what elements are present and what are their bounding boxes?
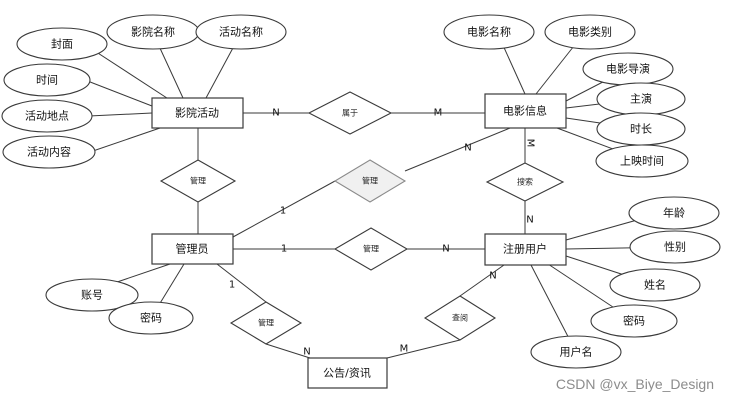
attribute-account-label: 账号 <box>81 289 103 302</box>
attribute-age: 年龄 <box>628 196 720 230</box>
attribute-admin-password: 密码 <box>108 301 194 335</box>
cardinality-admin-announce-bottom: N <box>303 347 310 358</box>
entity-admin-label: 管理员 <box>176 242 209 256</box>
cardinality-admin-movie-right: N <box>464 143 471 154</box>
entity-cinema-activity-label: 影院活动 <box>175 106 219 120</box>
attribute-age-label: 年龄 <box>663 206 685 220</box>
entity-movie-info-label: 电影信息 <box>503 104 547 118</box>
cardinality-admin-user-left: 1 <box>281 244 287 255</box>
attribute-admin-password-label: 密码 <box>140 311 162 325</box>
entity-announcement: 公告/资讯 <box>307 357 388 389</box>
cardinality-belongs-to-right: M <box>434 108 443 119</box>
watermark-text: CSDN @vx_Biye_Design <box>556 376 714 392</box>
relation-manage-announcement: 管理 <box>229 301 303 345</box>
attribute-movie-director: 电影导演 <box>582 52 674 86</box>
relation-search: 搜索 <box>485 162 565 202</box>
relation-belongs-to: 属于 <box>307 91 393 135</box>
attribute-cinema-name-label: 影院名称 <box>131 25 175 39</box>
relation-manage-movie-label: 管理 <box>362 176 378 186</box>
attribute-activity-location: 活动地点 <box>1 99 93 133</box>
cardinality-movie-search-bottom: N <box>526 213 533 224</box>
attribute-user-password-label: 密码 <box>623 314 645 328</box>
attribute-release-time-label: 上映时间 <box>620 155 664 168</box>
cardinality-admin-user-right: N <box>442 244 449 255</box>
relation-manage-user: 管理 <box>333 227 409 271</box>
cardinality-admin-announce-top: 1 <box>229 280 235 291</box>
cardinality-belongs-to-left: N <box>272 108 279 119</box>
attribute-username: 用户名 <box>530 335 622 369</box>
attribute-movie-category: 电影类别 <box>544 14 636 50</box>
attribute-duration-label: 时长 <box>630 123 652 136</box>
entity-registered-user-label: 注册用户 <box>503 242 547 256</box>
attribute-lead-actor: 主演 <box>596 82 686 116</box>
entity-registered-user: 注册用户 <box>484 233 567 266</box>
relation-manage-activity-label: 管理 <box>190 176 206 186</box>
attribute-cinema-name: 影院名称 <box>106 14 200 50</box>
relation-view: 查阅 <box>423 295 497 341</box>
attribute-duration: 时长 <box>596 112 686 146</box>
entity-movie-info: 电影信息 <box>484 93 567 129</box>
attribute-user-password: 密码 <box>590 304 678 338</box>
entity-announcement-label: 公告/资讯 <box>323 367 371 380</box>
attribute-account: 账号 <box>45 278 139 312</box>
relation-manage-activity: 管理 <box>159 159 237 203</box>
attribute-release-time: 上映时间 <box>595 144 689 178</box>
attribute-lead-actor-label: 主演 <box>630 92 652 106</box>
attribute-activity-name-label: 活动名称 <box>219 25 263 39</box>
attribute-time: 时间 <box>3 63 91 97</box>
attribute-activity-content-label: 活动内容 <box>27 145 71 159</box>
attribute-time-label: 时间 <box>36 74 58 87</box>
attribute-movie-category-label: 电影类别 <box>568 25 612 39</box>
relation-belongs-to-label: 属于 <box>342 109 358 118</box>
attribute-cover: 封面 <box>16 27 108 61</box>
attribute-movie-name-label: 电影名称 <box>467 25 511 39</box>
attribute-name-label: 姓名 <box>644 278 666 292</box>
cardinality-movie-search-top: M <box>525 139 536 148</box>
attribute-movie-director-label: 电影导演 <box>606 62 650 76</box>
cardinality-user-view-top: N <box>489 271 496 282</box>
attribute-movie-name: 电影名称 <box>443 14 535 50</box>
attribute-activity-content: 活动内容 <box>2 135 96 169</box>
attribute-username-label: 用户名 <box>560 345 593 359</box>
relation-manage-announcement-label: 管理 <box>258 318 274 328</box>
attribute-name: 姓名 <box>609 268 701 302</box>
cardinality-labels: N M M N 1 N 1 N 1 N N M <box>229 108 536 358</box>
relation-manage-movie: 管理 <box>333 159 407 203</box>
attribute-activity-name: 活动名称 <box>195 14 287 50</box>
relation-search-label: 搜索 <box>517 177 533 187</box>
relation-manage-user-label: 管理 <box>363 244 379 254</box>
relation-view-label: 查阅 <box>452 313 468 323</box>
entity-cinema-activity: 影院活动 <box>151 97 244 129</box>
cardinality-admin-movie-left: 1 <box>280 206 286 217</box>
attribute-gender-label: 性别 <box>664 240 686 254</box>
attribute-cover-label: 封面 <box>51 37 73 51</box>
entity-admin: 管理员 <box>151 233 234 265</box>
attribute-activity-location-label: 活动地点 <box>25 110 69 123</box>
attribute-gender: 性别 <box>629 230 721 264</box>
cardinality-view-announce-bottom: M <box>400 344 409 355</box>
